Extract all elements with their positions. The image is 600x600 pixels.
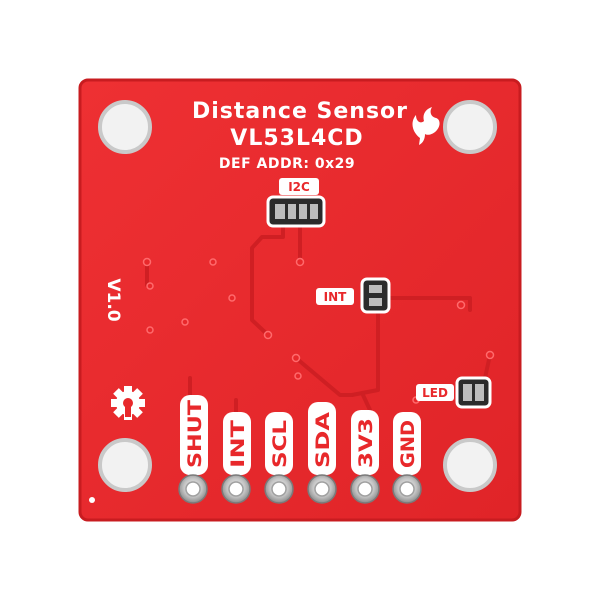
i2c-jumper-label: I2C bbox=[288, 180, 310, 194]
pad-shut bbox=[178, 474, 208, 504]
pad-3v3 bbox=[350, 474, 380, 504]
pin-box-sda bbox=[308, 402, 336, 475]
pin-box-scl bbox=[265, 412, 293, 475]
board-part-number: VL53L4CD bbox=[230, 126, 363, 151]
pad-sda bbox=[307, 474, 337, 504]
pin-label-3v3: 3V3 bbox=[355, 418, 377, 468]
i2c-jumper: I2C bbox=[266, 178, 326, 228]
pin-label-boxes bbox=[180, 395, 421, 475]
open-hardware-gear-icon bbox=[111, 386, 145, 420]
mounting-hole-bottom-right bbox=[443, 438, 497, 492]
mounting-hole-top-left bbox=[98, 100, 152, 154]
mounting-hole-top-right bbox=[443, 100, 497, 154]
led-jumper-label: LED bbox=[422, 386, 448, 400]
pad-int bbox=[221, 474, 251, 504]
board-title: Distance Sensor bbox=[192, 99, 408, 124]
led-jumper: LED bbox=[416, 376, 492, 409]
int-jumper-label: INT bbox=[324, 290, 348, 304]
pin-box-gnd bbox=[393, 412, 421, 475]
pin-label-int: INT bbox=[227, 420, 249, 468]
board-address: DEF ADDR: 0x29 bbox=[219, 156, 355, 172]
pcb-traces bbox=[145, 224, 492, 414]
pin-box-shut bbox=[180, 395, 208, 475]
i2c-jumper-label-box bbox=[279, 178, 319, 195]
mounting-hole-bottom-left bbox=[98, 438, 152, 492]
pin-label-sda: SDA bbox=[312, 412, 334, 468]
led-jumper-label-box bbox=[416, 384, 454, 401]
pin-label-shut: SHUT bbox=[184, 400, 206, 468]
pad-scl bbox=[264, 474, 294, 504]
header-pads bbox=[178, 474, 422, 504]
mounting-holes bbox=[98, 100, 497, 492]
pin-box-3v3 bbox=[351, 410, 379, 475]
pin-box-int bbox=[223, 412, 251, 475]
pin-label-scl: SCL bbox=[269, 420, 291, 468]
edge-mark bbox=[89, 497, 95, 503]
pin-labels: SHUT INT SCL SDA 3V3 GND bbox=[184, 400, 419, 468]
pad-gnd bbox=[392, 474, 422, 504]
int-jumper-label-box bbox=[316, 288, 354, 305]
pin-label-gnd: GND bbox=[397, 420, 419, 468]
int-jumper: INT bbox=[316, 277, 391, 314]
board-version: V1.0 bbox=[103, 278, 123, 321]
sparkfun-flame-icon bbox=[412, 107, 440, 145]
